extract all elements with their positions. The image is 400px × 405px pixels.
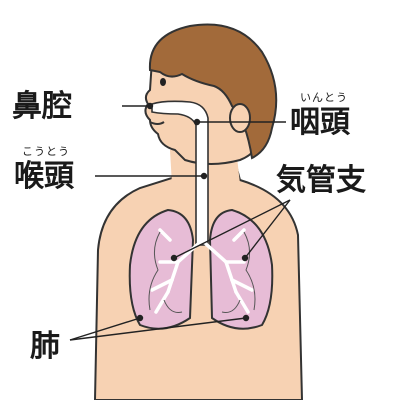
mouth	[149, 121, 165, 125]
label-pharynx: 咽頭	[290, 105, 350, 140]
label-lungs: 肺	[30, 329, 60, 364]
label-larynx-reading: こうとう	[22, 145, 70, 158]
label-bronchi: 気管支	[276, 163, 366, 198]
label-larynx: 喉頭	[14, 159, 74, 194]
right-lung	[208, 208, 274, 330]
eye	[160, 78, 166, 86]
left-lung	[128, 208, 195, 330]
label-nasal-cavity: 鼻腔	[12, 89, 72, 124]
bronchial-outline	[148, 231, 256, 313]
label-pharynx-reading: いんとう	[300, 91, 348, 104]
ear	[229, 103, 251, 133]
leader-lines	[69, 102, 291, 341]
